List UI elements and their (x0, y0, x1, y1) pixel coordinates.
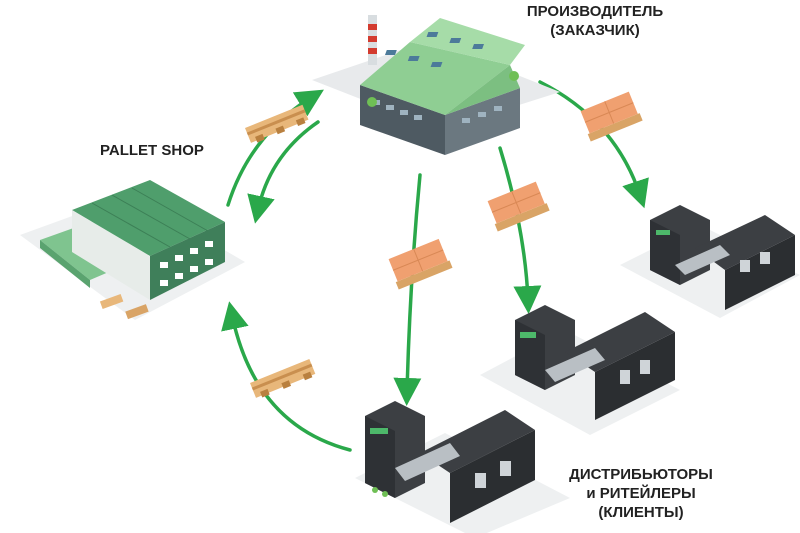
producer-label-line-2: (ЗАКАЗЧИК) (550, 22, 640, 39)
distributors-label-line-1: ДИСТРИБЬЮТОРЫ (569, 466, 713, 483)
arrow-warehouse-to-shop (221, 301, 352, 452)
producer-label: ПРОИЗВОДИТЕЛЬ (ЗАКАЗЧИК) (520, 2, 670, 40)
distributors-label: ДИСТРИБЬЮТОРЫ и РИТЕЙЛЕРЫ (КЛИЕНТЫ) (556, 465, 726, 522)
arrow-factory-to-shop (247, 120, 320, 224)
arrow-shop-to-factory (226, 89, 324, 207)
loaded-pallet-icon (388, 238, 453, 290)
distributors-label-line-3: (КЛИЕНТЫ) (598, 504, 684, 521)
warehouse-building (355, 401, 570, 533)
distributors-label-line-2: и РИТЕЙЛЕРЫ (586, 485, 696, 502)
arrow-factory-to-warehouse-mid (498, 146, 542, 314)
wooden-pallet-icon (249, 359, 316, 398)
warehouse-building (620, 205, 800, 318)
warehouse-building (480, 305, 680, 435)
producer-label-line-1: ПРОИЗВОДИТЕЛЬ (526, 3, 664, 20)
loaded-pallet-icon (487, 181, 550, 232)
factory-building (312, 15, 560, 155)
loaded-pallet-icon (580, 91, 643, 142)
pallet-shop-building (20, 180, 245, 320)
pallet-shop-label: PALLET SHOP (100, 142, 204, 159)
wooden-pallet-icon (245, 104, 309, 143)
